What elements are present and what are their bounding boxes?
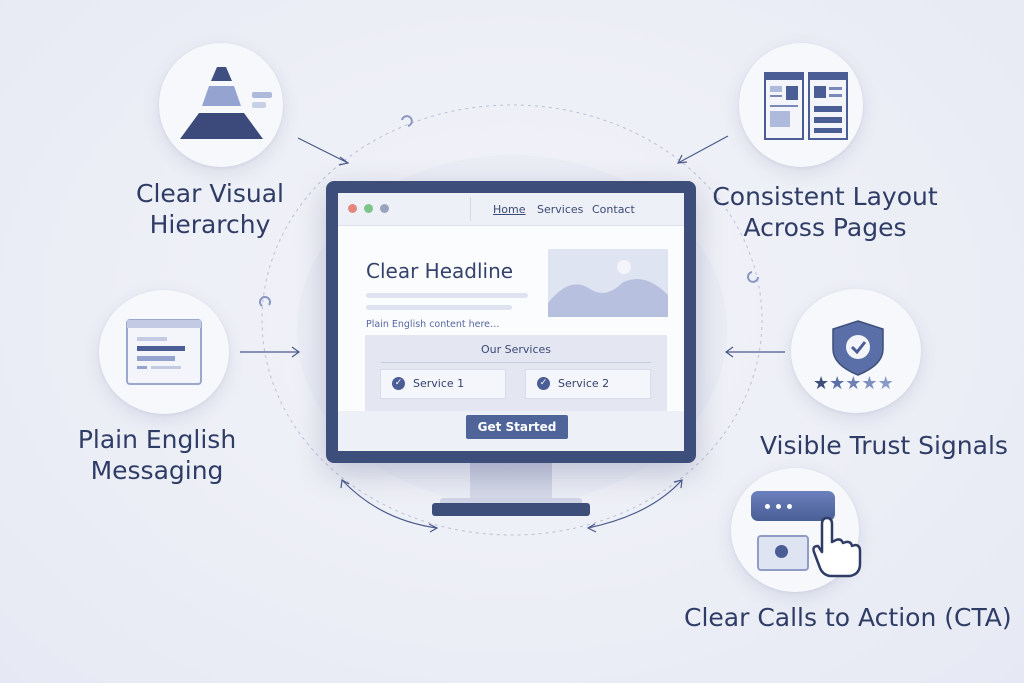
services-divider	[381, 362, 651, 363]
hierarchy-label: Clear Visual Hierarchy	[136, 179, 284, 239]
service-2-label: Service 2	[558, 377, 610, 390]
landscape-icon	[548, 260, 668, 317]
pyramid-icon	[180, 67, 272, 139]
messaging-icon-circle	[99, 290, 229, 414]
window-dot-red	[348, 204, 357, 213]
nav-contact[interactable]: Contact	[592, 203, 635, 216]
text-page-icon	[126, 319, 202, 385]
nav-home[interactable]: Home	[493, 203, 526, 216]
service-1-label: Service 1	[413, 377, 465, 390]
services-section: Our Services ✓ Service 1 ✓ Service 2	[365, 335, 667, 411]
cta-label: Clear Calls to Action (CTA)	[684, 603, 1012, 632]
check-icon: ✓	[392, 377, 405, 390]
trust-label: Visible Trust Signals	[760, 431, 1008, 460]
image-placeholder	[548, 249, 668, 317]
monitor-base	[432, 503, 590, 516]
headline-underline	[366, 293, 528, 298]
hierarchy-icon-circle	[159, 43, 283, 167]
monitor: Home Services Contact Clear Headline Pla…	[326, 181, 696, 463]
website-mockup: Home Services Contact Clear Headline Pla…	[338, 193, 684, 451]
window-dot-gray	[380, 204, 389, 213]
page-layout-icon	[764, 72, 848, 140]
chat-click-icon	[751, 491, 835, 521]
layout-label: Consistent Layout Across Pages	[712, 182, 938, 242]
star-rating-icon: ★★★★★	[813, 373, 894, 394]
services-title: Our Services	[480, 343, 552, 356]
topbar-divider	[470, 197, 471, 221]
pointer-hand-icon	[812, 516, 862, 578]
browser-topbar: Home Services Contact	[338, 193, 684, 226]
get-started-button[interactable]: Get Started	[466, 415, 568, 439]
comment-icon	[757, 535, 809, 571]
check-icon: ✓	[537, 377, 550, 390]
service-card-2[interactable]: ✓ Service 2	[525, 369, 651, 399]
shield-check-icon	[832, 320, 884, 376]
monitor-base-top	[440, 498, 582, 505]
mockup-body-text: Plain English content here…	[366, 319, 500, 330]
messaging-label: Plain English Messaging	[77, 425, 237, 485]
mockup-headline: Clear Headline	[366, 259, 514, 283]
window-dot-green	[364, 204, 373, 213]
layout-icon-circle	[739, 43, 863, 167]
nav-services[interactable]: Services	[537, 203, 584, 216]
text-line	[366, 305, 512, 310]
trust-icon-circle: ★★★★★	[791, 289, 921, 413]
service-card-1[interactable]: ✓ Service 1	[380, 369, 506, 399]
